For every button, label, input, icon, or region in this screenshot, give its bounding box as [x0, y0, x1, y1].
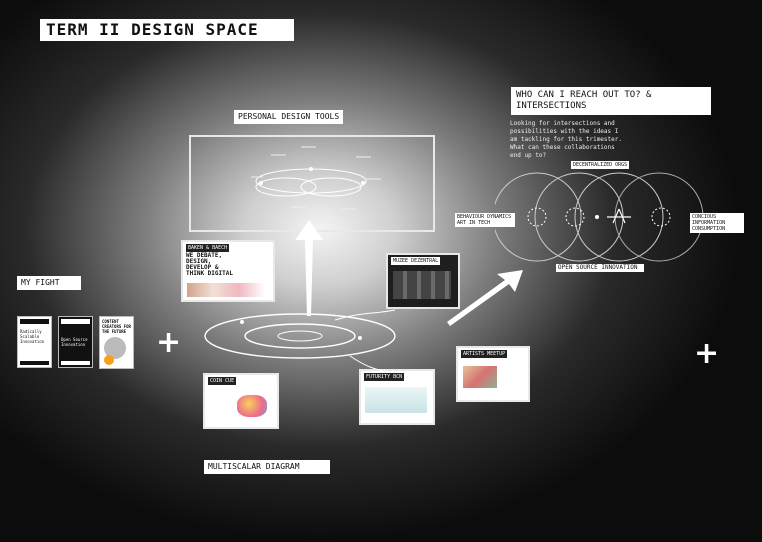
multiscalar-diagram-label: MULTISCALAR DIAGRAM [204, 460, 330, 474]
muzee-card-label: MUZEE DEZENTRAL [391, 257, 441, 265]
coin-card-label: COIN CUE [208, 377, 237, 385]
page-title: TERM II DESIGN SPACE [40, 19, 294, 41]
futurity-card-label: FUTURITY BCN [364, 373, 405, 381]
book-cover-title: CONTENT CREATORS FOR THE FUTURE [102, 319, 131, 334]
book-cover[interactable]: Radically Scalable Innovation [17, 316, 52, 368]
book-cover-title: Open Source Innovation [61, 337, 88, 347]
decentralized-orgs-label: DECENTRALIZED ORGS [571, 161, 630, 169]
book-cover-bar [20, 319, 49, 324]
futurity-card[interactable]: FUTURITY BCN [359, 369, 435, 425]
book-cover[interactable]: Open Source Innovation [58, 316, 93, 368]
book-cover-bar [61, 361, 90, 365]
multiscalar-diagram-sketch [204, 309, 396, 373]
concious-information-label: CONCIOUS INFORMATION CONSUMPTION [690, 213, 744, 233]
my-fight-label: MY FIGHT [17, 276, 81, 290]
futurity-card-image [365, 387, 427, 413]
baken-card-image [187, 283, 265, 297]
coin-card-image [237, 395, 267, 417]
artists-card-label: ARTISTS MEETUP [461, 350, 508, 358]
book-cover-title: Radically Scalable Innovation [20, 329, 45, 344]
baken-card-label: BAKEN & BAECH [186, 244, 230, 252]
coin-card[interactable]: COIN CUE [203, 373, 279, 429]
arrow-icon [447, 270, 523, 326]
design-tools-frame[interactable] [189, 135, 435, 232]
artists-card[interactable]: ARTISTS MEETUP [456, 346, 530, 402]
open-source-innovation-label: OPEN SOURCE INNOVATION [556, 264, 644, 272]
baken-card[interactable]: BAKEN & BAECH WE DEBATE, DESIGN, DEVELOP… [181, 240, 275, 302]
muzee-card[interactable]: MUZEE DEZENTRAL [386, 253, 460, 309]
book-cover[interactable]: CONTENT CREATORS FOR THE FUTURE [99, 316, 134, 369]
venn-diagram[interactable] [495, 165, 710, 270]
personal-design-tools-label: PERSONAL DESIGN TOOLS [234, 110, 344, 124]
muzee-card-image [393, 271, 451, 299]
plus-icon[interactable]: + [694, 336, 720, 371]
book-cover-bar [20, 361, 49, 365]
artists-card-image [463, 366, 497, 388]
book-cover-image [104, 355, 114, 365]
intersections-heading: WHO CAN I REACH OUT TO? & INTERSECTIONS [511, 87, 711, 115]
intersections-description: Looking for intersections and possibilit… [510, 120, 622, 159]
behaviour-dynamics-label: BEHAVIOUR DYNAMICS ART IN TECH [455, 213, 515, 227]
plus-icon[interactable]: + [156, 325, 182, 360]
book-cover-bar [61, 319, 90, 324]
design-tools-sketch [251, 146, 381, 218]
book-cover-image [104, 337, 126, 359]
baken-card-text: WE DEBATE, DESIGN, DEVELOP & THINK DIGIT… [186, 252, 233, 277]
arrow-icon [295, 220, 323, 316]
